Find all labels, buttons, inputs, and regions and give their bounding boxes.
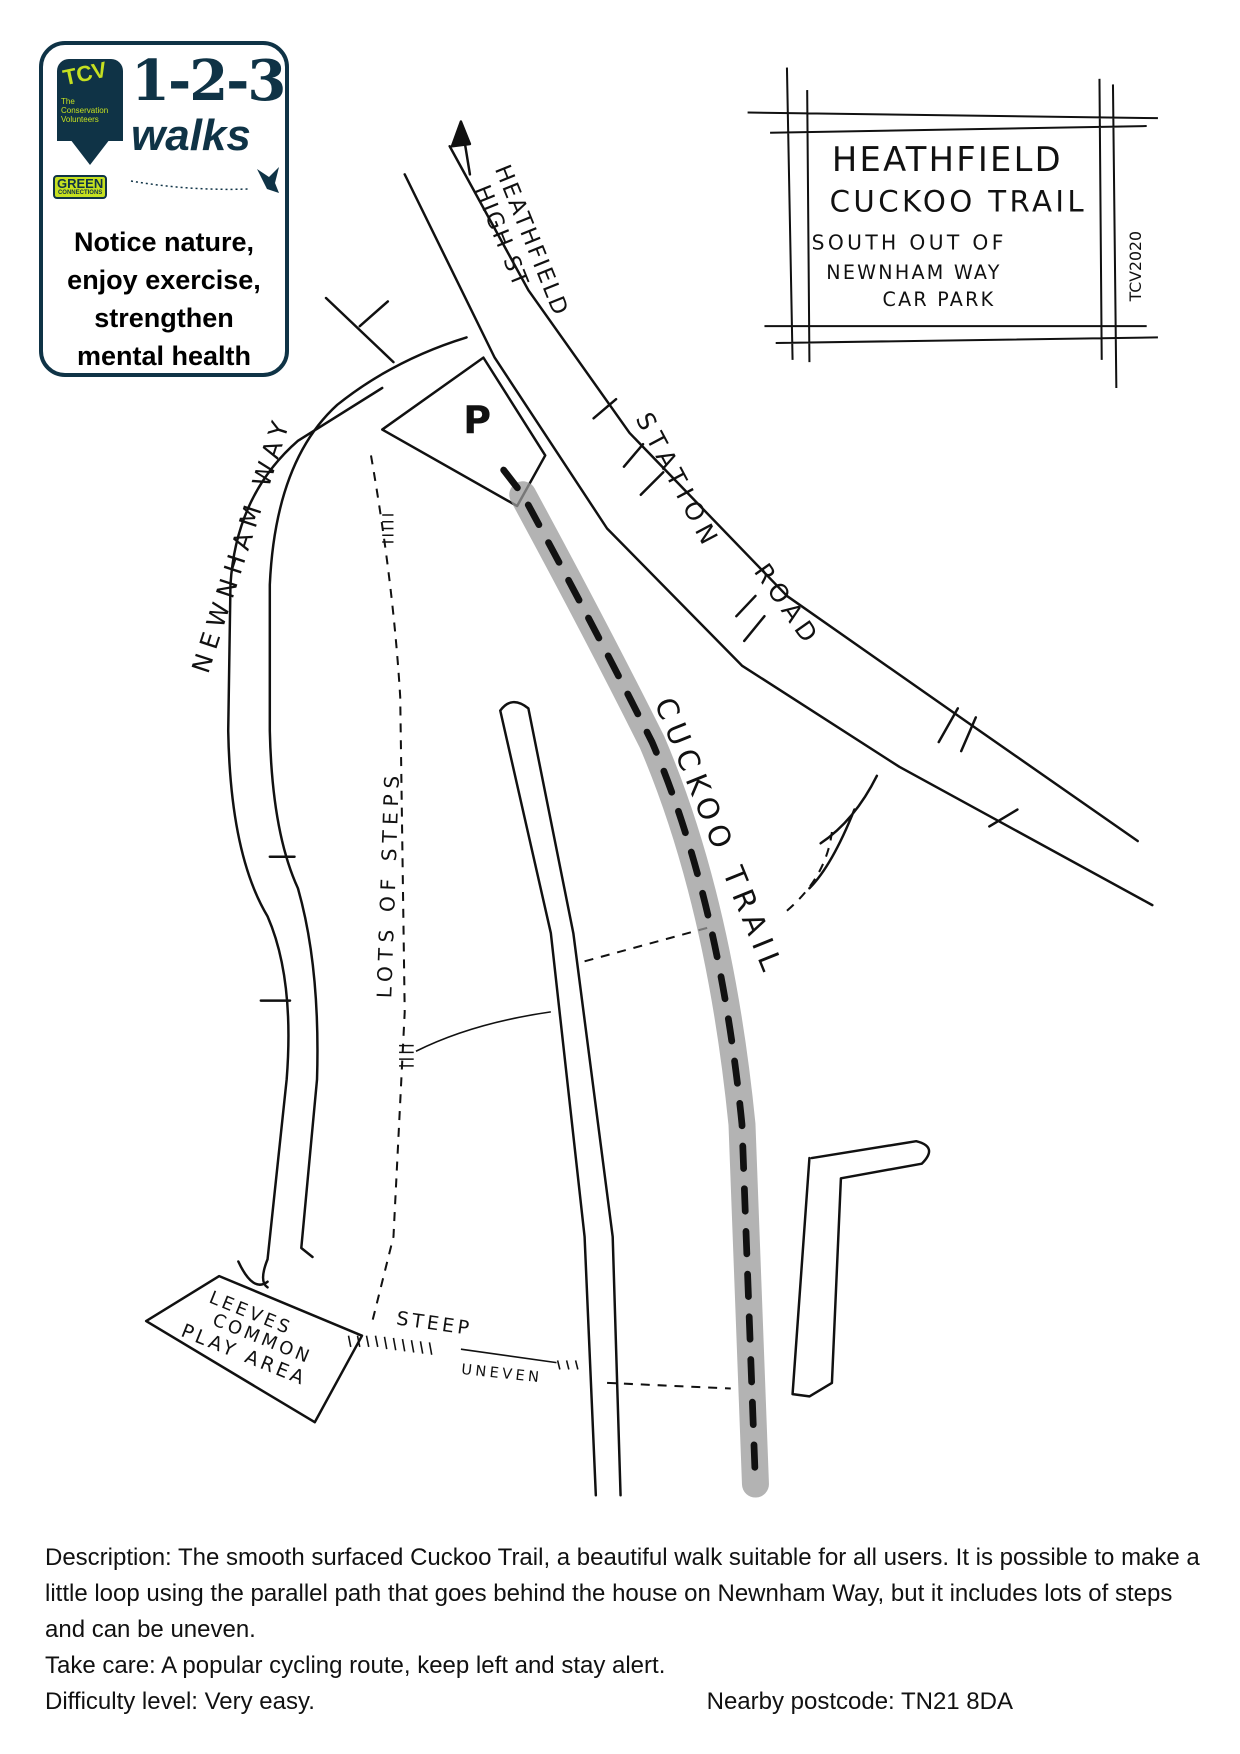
station-road-label: STATION: [630, 408, 727, 555]
high-street-road-edge: [448, 145, 1139, 843]
description-text: Description: The smooth surfaced Cuckoo …: [45, 1544, 1200, 1643]
play-area-outline: [144, 1274, 364, 1424]
credit-text: TCV2020: [1126, 231, 1145, 302]
lower-connector-path: [607, 1381, 731, 1390]
newnham-way-road-edge: [268, 336, 468, 1259]
difficulty-text: Difficulty level: Very easy.: [45, 1688, 315, 1715]
tcv-abbrev: TCV: [60, 56, 110, 91]
tagline-line: Notice nature,: [73, 227, 255, 257]
subtitle-line-1: SOUTH OUT OF: [812, 231, 1007, 255]
uneven-label: UNEVEN: [461, 1361, 544, 1386]
connections-text: CONNECTIONS: [57, 190, 103, 196]
cuckoo-trail-route: [500, 466, 759, 1488]
tagline-line: enjoy exercise,: [67, 265, 261, 295]
green-connections-badge: GREEN CONNECTIONS: [53, 175, 108, 199]
station-road-label-2: ROAD: [748, 558, 826, 652]
tagline-line: strengthen: [94, 303, 234, 333]
tcv-org-name: The Conservation Volunteers: [61, 97, 109, 124]
butterfly-icon: [130, 167, 279, 193]
walk-description: Description: The smooth surfaced Cuckoo …: [45, 1540, 1215, 1720]
car-park: [380, 356, 547, 508]
parallel-path: [499, 700, 622, 1497]
postcode-text: Nearby postcode: TN21 8DA: [706, 1688, 1013, 1715]
cul-de-sac: [791, 1139, 931, 1398]
connector-path: [584, 831, 833, 963]
subtitle-line-3: CAR PARK: [883, 288, 996, 311]
subtitle-line-2: NEWNHAM WAY: [826, 261, 1001, 284]
north-arrow-head: [450, 120, 472, 148]
tagline-line: mental health: [76, 341, 252, 371]
high-street-road: [403, 173, 1154, 907]
green-text: GREEN: [57, 176, 104, 191]
lots-of-steps-label: LOTS OF STEPS: [372, 770, 404, 999]
brand-numbers: 1-2-3: [131, 48, 286, 114]
steps-hatching: [347, 514, 579, 1370]
tcv-pin-icon: TCV The Conservation Volunteers: [57, 56, 123, 165]
newnham-way-road: [226, 386, 384, 1289]
newnham-way-label: NEWNHAM WAY: [186, 412, 297, 677]
take-care-text: Take care: A popular cycling route, keep…: [45, 1652, 666, 1679]
brand-word: walks: [131, 111, 251, 160]
parking-label: P: [463, 399, 491, 443]
side-road-top: [324, 296, 395, 364]
lots-of-steps-path: [369, 455, 406, 1327]
tcv-123-walks-logo: TCV The Conservation Volunteers GREEN CO…: [39, 41, 289, 377]
title-box-frame: [747, 67, 1158, 388]
title-line-1: HEATHFIELD: [832, 140, 1063, 179]
title-line-2: CUCKOO TRAIL: [830, 184, 1087, 218]
tagline: Notice nature, enjoy exercise, strengthe…: [43, 223, 285, 375]
steep-label: STEEP: [395, 1307, 474, 1340]
